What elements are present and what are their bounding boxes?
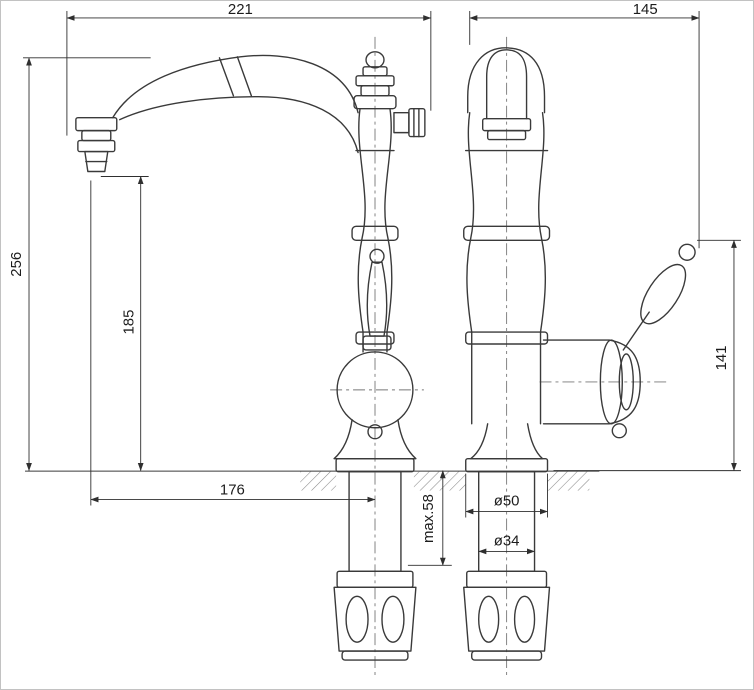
dim-label-shank-diameter: ø34 <box>494 532 520 549</box>
nut-cap <box>341 650 409 661</box>
ball-body <box>336 351 414 429</box>
escutcheon-ellipse <box>618 353 634 411</box>
lever-ball <box>678 243 696 261</box>
column-left-edge <box>357 107 366 353</box>
handle-side <box>542 243 696 439</box>
spout-capsule <box>485 49 528 120</box>
hatch-left-of-front-base <box>300 471 337 491</box>
nut-grip-oval <box>478 595 500 643</box>
column-collar <box>355 331 395 345</box>
aerator <box>84 150 109 173</box>
dimension-spout-outlet-height <box>100 176 149 472</box>
handle-front <box>362 248 392 351</box>
dim-label-base-diameter: ø50 <box>494 493 520 510</box>
spout-joint-line <box>236 56 253 97</box>
dim-label-handle-height: 141 <box>713 345 730 370</box>
shank-and-nut-side <box>463 470 551 661</box>
dimension-overall-height <box>23 57 151 472</box>
dimension-outlet-offset <box>90 180 376 506</box>
column-collar <box>465 331 549 345</box>
side-outlet-cap <box>408 107 426 138</box>
spout-nozzle-ring <box>486 129 527 141</box>
counter-hatching <box>300 471 590 491</box>
column-collar <box>463 225 551 242</box>
hatch-right-of-side-base <box>547 471 590 491</box>
column-collar <box>351 225 399 242</box>
column-left-edge <box>466 111 475 425</box>
column-right-edge <box>384 107 393 353</box>
spout-bottom-edge <box>119 96 359 154</box>
nut-grip-oval <box>345 595 369 643</box>
dimension-deck-max-thickness <box>407 470 452 566</box>
dimension-lines <box>23 10 741 566</box>
valve-knob <box>611 423 627 439</box>
hatch-between-views <box>413 471 466 491</box>
lever-shaft <box>622 311 650 351</box>
nut-grip-oval <box>381 595 405 643</box>
dimension-base-diameter <box>465 473 548 518</box>
handle-base <box>362 335 392 351</box>
nut-grip-oval <box>513 595 536 643</box>
front-view <box>75 51 426 661</box>
dimension-spout-reach <box>66 10 432 136</box>
column-top-dome <box>467 47 546 114</box>
dim-label-deck-max-thickness: max.58 <box>420 494 437 543</box>
dimension-handle-height <box>553 239 741 472</box>
mounting-nut <box>463 586 551 652</box>
finial-knob <box>365 51 385 69</box>
dim-label-overall-height: 256 <box>8 252 25 277</box>
dimension-labels: 221 145 256 185 176 max.58 ø50 ø34 141 <box>8 1 730 549</box>
side-view <box>463 47 696 661</box>
dim-label-outlet-offset: 176 <box>220 482 245 499</box>
column-right-edge <box>538 111 547 425</box>
mounting-nut <box>333 586 417 652</box>
nozzle-ring <box>77 139 116 153</box>
valve-body <box>542 339 641 425</box>
spout-top-edge <box>112 54 359 119</box>
dim-label-spout-reach: 221 <box>228 1 253 18</box>
escutcheon-ellipse <box>599 339 623 425</box>
nozzle-ring <box>81 129 112 142</box>
ball-knob <box>367 424 383 440</box>
dimension-side-width <box>469 10 700 249</box>
lever-grip <box>640 263 687 325</box>
spout-joint-line <box>218 57 235 97</box>
column-side <box>463 47 551 425</box>
spout-nozzle <box>75 116 118 173</box>
column-body <box>351 107 399 353</box>
column-finial <box>353 51 397 110</box>
nut-cap <box>471 650 543 661</box>
side-outlet <box>393 107 426 138</box>
dim-label-spout-outlet-height: 185 <box>121 310 138 335</box>
handle-ball <box>369 248 385 264</box>
finial-ring <box>353 95 397 110</box>
dim-label-side-width: 145 <box>633 1 658 18</box>
handle-grip <box>366 261 388 337</box>
side-outlet-neck <box>393 111 410 134</box>
spout-end-on <box>481 49 532 141</box>
spout <box>112 54 359 154</box>
nozzle-flare-ring <box>75 116 118 132</box>
centerlines <box>330 36 668 676</box>
